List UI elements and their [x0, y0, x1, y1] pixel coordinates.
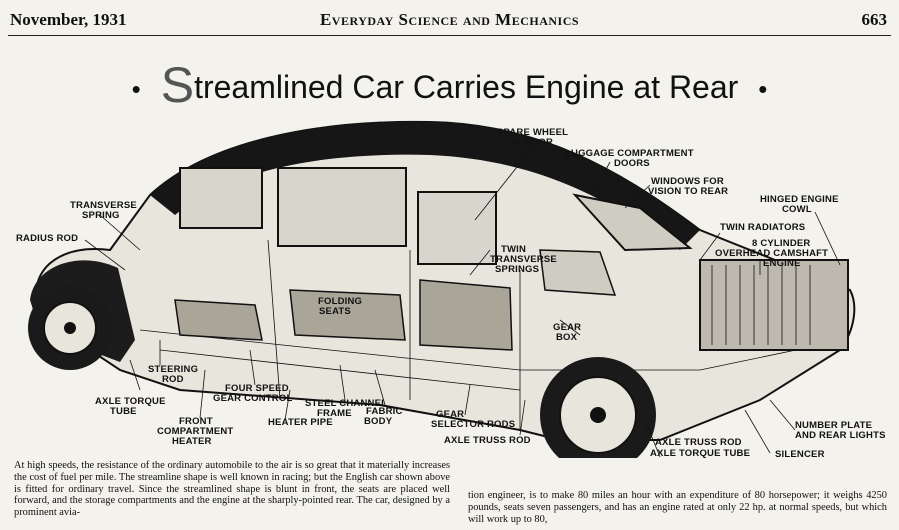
page-number: 663 — [861, 10, 888, 29]
middle-window — [277, 167, 407, 247]
label-heater-pipe: HEATER PIPE — [268, 417, 333, 428]
label-number-plate: NUMBER PLATE — [795, 420, 872, 431]
label-spare-wheel: SPARE WHEEL — [497, 127, 568, 138]
folding-seats — [289, 289, 406, 341]
front-wheel — [28, 286, 112, 370]
label-folding-seats: FOLDING — [318, 296, 362, 307]
callout-label: COWL — [782, 204, 812, 215]
label-radius-rod: RADIUS ROD — [16, 233, 78, 244]
callout-label: VISION TO REAR — [648, 186, 728, 197]
callout-label: OVERHEAD CAMSHAFT — [715, 248, 828, 259]
header-rule — [8, 35, 891, 36]
label-front-heater: FRONT — [179, 416, 213, 427]
callout-label: ENGINE — [763, 258, 801, 269]
rear-vision-window — [572, 193, 693, 252]
label-gear-box: GEAR — [553, 322, 581, 333]
article-column-1: At high speeds, the resistance of the or… — [14, 460, 450, 519]
callout-label: BOX — [556, 332, 578, 343]
magazine-name: Everyday Science and Mechanics — [319, 10, 580, 29]
title-initial: S — [160, 57, 195, 113]
label-luggage: LUGGAGE COMPARTMENT — [565, 148, 694, 159]
callout-label: COMPARTMENT — [157, 426, 233, 437]
article-column-2: tion engineer, is to make 80 miles an ho… — [468, 490, 887, 525]
label-axle-truss-rod-right: AXLE TRUSS ROD — [655, 437, 742, 448]
label-windows: WINDOWS FOR — [651, 176, 724, 187]
side-rear-window — [539, 249, 617, 296]
engine-block — [699, 259, 849, 351]
callout-label: DOORS — [614, 158, 650, 169]
label-engine: 8 CYLINDER — [752, 238, 810, 249]
callout-label: SELECTOR RODS — [431, 419, 515, 430]
car-cutaway-illustration: SPARE WHEEL IN DOOR LUGGAGE COMPARTMENT … — [16, 120, 886, 458]
label-silencer: SILENCER — [775, 449, 825, 458]
label-transverse-spring: TRANSVERSE — [70, 200, 137, 211]
article-title: • Streamlined Car Carries Engine at Rear • — [0, 56, 899, 114]
callout-label: SPRINGS — [495, 264, 539, 275]
callout-label: SPRING — [82, 210, 120, 221]
label-fabric-body: FABRIC — [366, 406, 403, 417]
rear-door-window — [417, 191, 497, 265]
roof-panel — [150, 121, 700, 250]
rear-seat — [419, 279, 513, 351]
issue-date: November, 1931 — [10, 10, 127, 29]
callout-label: BODY — [364, 416, 393, 427]
rear-wheel — [540, 357, 656, 458]
label-steering-rod: STEERING — [148, 364, 198, 375]
front-window — [179, 167, 263, 229]
label-steel-frame: STEEL CHANNEL — [305, 398, 387, 409]
label-twin-radiators: TWIN RADIATORS — [720, 222, 805, 233]
front-seat — [174, 299, 263, 341]
label-axle-torque-tube-front: AXLE TORQUE — [95, 396, 166, 407]
callout-label: TRANSVERSE — [490, 254, 557, 265]
label-gear-selector: GEAR — [436, 409, 464, 420]
callout-label: TUBE — [110, 406, 137, 417]
callout-label: HEATER — [172, 436, 212, 447]
title-text: treamlined Car Carries Engine at Rear — [194, 69, 739, 105]
callout-label: IN DOOR — [511, 137, 553, 148]
callout-label: FRAME — [317, 408, 352, 419]
callout-label: ROD — [162, 374, 184, 385]
label-axle-truss-rod-left: AXLE TRUSS ROD — [444, 435, 531, 446]
label-hinged-cowl: HINGED ENGINE — [760, 194, 839, 205]
callout-label: SEATS — [319, 306, 351, 317]
label-four-speed: FOUR SPEED — [225, 383, 289, 394]
title-bullet-right: • — [758, 74, 768, 105]
label-twin-springs: TWIN — [501, 244, 526, 255]
title-bullet-left: • — [131, 74, 141, 105]
label-axle-torque-tube-rear: AXLE TORQUE TUBE — [650, 448, 750, 458]
callout-label: AND REAR LIGHTS — [795, 430, 886, 441]
callout-label: GEAR CONTROL — [213, 393, 292, 404]
